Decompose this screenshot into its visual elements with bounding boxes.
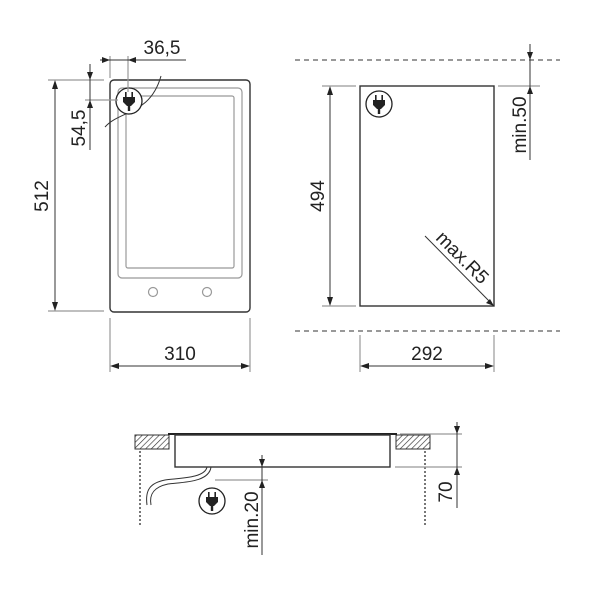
cutout-height-dimension: 494: [308, 180, 329, 212]
hob-body: [174, 434, 391, 468]
worktop-left: [134, 434, 170, 450]
height-dimension: 512: [32, 180, 53, 212]
side-section-view: 70 min.20: [134, 422, 462, 555]
plug-offset-y-dimension: 54,5: [69, 110, 90, 147]
cable: [146, 466, 208, 506]
plug-offset-x-dimension: 36,5: [144, 38, 181, 59]
cutout-width-dimension: 292: [411, 344, 443, 365]
cooking-zone-outer: [117, 87, 243, 279]
cutout-view: 494 min.50 max.R5 292: [295, 44, 560, 372]
plug-icon: [115, 87, 143, 115]
clearance-dimension: min.50: [510, 96, 531, 153]
corner-radius-label: max.R5: [431, 228, 492, 289]
hob-outline: [109, 79, 251, 313]
cooking-zone-inner: [125, 95, 235, 269]
plug-icon: [365, 90, 393, 118]
width-dimension: 310: [164, 344, 196, 365]
knob-right: [201, 286, 213, 298]
cutout-outline: [359, 85, 495, 307]
worktop-right: [395, 434, 431, 450]
hob-top-view: 512 54,5 36,5 310: [32, 38, 251, 372]
depth-dimension: 70: [436, 481, 457, 502]
knob-left: [147, 286, 159, 298]
bottom-clearance-dimension: min.20: [242, 491, 263, 548]
plug-icon: [198, 487, 226, 515]
